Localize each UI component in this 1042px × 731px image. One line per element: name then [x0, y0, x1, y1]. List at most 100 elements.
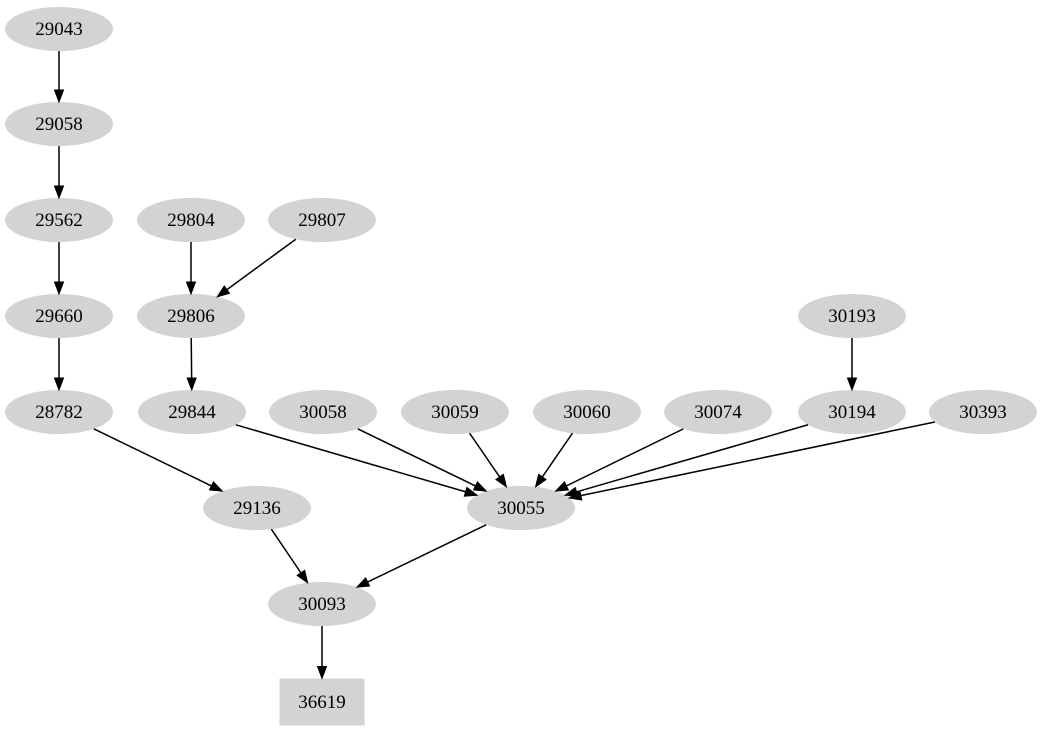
node-label-30093: 30093 — [298, 594, 346, 615]
graph-node-30194: 30194 — [798, 390, 906, 434]
edge-line-30074-30055 — [564, 428, 684, 488]
node-ellipse-29844 — [138, 390, 246, 434]
edge-arrowhead-30059-30055 — [495, 473, 508, 488]
graph-edge-29804-29806 — [185, 242, 197, 296]
graph-node-30193: 30193 — [798, 294, 906, 338]
node-label-30194: 30194 — [828, 402, 876, 423]
graph-node-29058: 29058 — [5, 102, 113, 146]
node-ellipse-29136 — [203, 486, 311, 530]
node-ellipse-29807 — [268, 198, 376, 242]
node-label-30393: 30393 — [959, 402, 1007, 423]
node-ellipse-30055 — [467, 486, 575, 530]
node-label-28782: 28782 — [35, 402, 83, 423]
node-ellipse-30393 — [929, 390, 1037, 434]
graph-node-30093: 30093 — [268, 582, 376, 626]
node-label-29043: 29043 — [35, 19, 83, 40]
node-label-29562: 29562 — [35, 210, 83, 231]
graph-edge-30393-30055 — [567, 421, 936, 501]
graph-node-29806: 29806 — [137, 294, 245, 338]
edge-line-29136-30093 — [270, 528, 303, 575]
edge-line-30059-30055 — [468, 432, 502, 479]
node-ellipse-28782 — [5, 390, 113, 434]
node-label-30074: 30074 — [694, 402, 742, 423]
graph-node-30393: 30393 — [929, 390, 1037, 434]
edge-arrowhead-29136-30093 — [296, 569, 309, 584]
graph-edge-29136-30093 — [270, 528, 309, 584]
node-label-29660: 29660 — [35, 306, 83, 327]
graph-edge-29806-29844 — [186, 337, 197, 392]
node-ellipse-29806 — [137, 294, 245, 338]
node-label-30060: 30060 — [563, 402, 611, 423]
graph-edge-29562-29660 — [53, 242, 65, 296]
node-ellipse-30074 — [664, 390, 772, 434]
edge-arrowhead-29562-29660 — [53, 281, 65, 296]
graph-node-29807: 29807 — [268, 198, 376, 242]
edge-line-30055-30093 — [365, 524, 487, 584]
graph-edge-30074-30055 — [554, 428, 684, 492]
edge-line-29844-30055 — [235, 424, 468, 494]
graph-edge-29058-29562 — [53, 146, 65, 200]
edge-arrowhead-29807-29806 — [216, 285, 231, 298]
node-label-30058: 30058 — [299, 402, 347, 423]
edge-arrowhead-29806-29844 — [186, 377, 197, 392]
graph-node-36619: 36619 — [279, 678, 365, 726]
edge-line-30194-30055 — [574, 424, 809, 494]
edges-layer — [53, 51, 936, 680]
graph-node-28782: 28782 — [5, 390, 113, 434]
node-ellipse-29043 — [5, 7, 113, 51]
node-label-30059: 30059 — [431, 402, 479, 423]
graph-node-30060: 30060 — [533, 390, 641, 434]
node-label-36619: 36619 — [298, 692, 346, 713]
edge-arrowhead-29043-29058 — [53, 89, 65, 104]
graph-edge-29844-30055 — [235, 424, 479, 497]
graph-node-29043: 29043 — [5, 7, 113, 51]
graph-edge-29807-29806 — [216, 238, 297, 298]
graph-edge-30058-30055 — [357, 428, 488, 492]
node-ellipse-30059 — [401, 390, 509, 434]
graph-edge-30193-30194 — [846, 338, 858, 392]
node-label-29804: 29804 — [167, 210, 215, 231]
node-ellipse-29562 — [5, 198, 113, 242]
node-label-29844: 29844 — [168, 402, 216, 423]
edge-line-30060-30055 — [540, 432, 574, 479]
edge-arrowhead-29804-29806 — [185, 281, 197, 296]
edge-arrowhead-30058-30055 — [472, 481, 488, 492]
edge-line-28782-29136 — [93, 428, 214, 488]
graph-edge-29043-29058 — [53, 51, 65, 104]
node-ellipse-29660 — [5, 294, 113, 338]
graph-edge-30060-30055 — [534, 432, 574, 488]
graph-edge-29660-28782 — [53, 338, 65, 392]
edge-arrowhead-29058-29562 — [53, 185, 65, 200]
graph-node-29562: 29562 — [5, 198, 113, 242]
node-label-29136: 29136 — [233, 498, 281, 519]
nodes-layer: 29043 29058 29562 29804 29807 29660 29806 30193… — [5, 7, 1037, 726]
node-ellipse-30060 — [533, 390, 641, 434]
node-label-29807: 29807 — [298, 210, 346, 231]
graph-edge-28782-29136 — [93, 428, 224, 492]
edge-arrowhead-29660-28782 — [53, 377, 65, 392]
graph-node-30058: 30058 — [269, 390, 377, 434]
graph-edge-30194-30055 — [563, 424, 809, 497]
edge-arrowhead-30055-30093 — [355, 577, 371, 588]
edge-arrowhead-29844-30055 — [463, 486, 479, 497]
node-box-36619 — [279, 678, 365, 726]
node-ellipse-30194 — [798, 390, 906, 434]
edge-arrowhead-28782-29136 — [208, 481, 224, 492]
edge-arrowhead-30393-30055 — [567, 490, 583, 501]
node-ellipse-30093 — [268, 582, 376, 626]
edge-arrowhead-30193-30194 — [846, 377, 858, 392]
edge-line-30058-30055 — [357, 428, 478, 488]
graph-edge-30059-30055 — [468, 432, 508, 488]
edge-arrowhead-30074-30055 — [554, 480, 570, 492]
graph-node-29844: 29844 — [138, 390, 246, 434]
graph-node-29660: 29660 — [5, 294, 113, 338]
graph-node-30074: 30074 — [664, 390, 772, 434]
graph-node-29136: 29136 — [203, 486, 311, 530]
node-label-30055: 30055 — [497, 498, 545, 519]
graph-edge-30093-36619 — [316, 626, 328, 680]
graph-node-29804: 29804 — [137, 198, 245, 242]
node-ellipse-29804 — [137, 198, 245, 242]
node-ellipse-30193 — [798, 294, 906, 338]
